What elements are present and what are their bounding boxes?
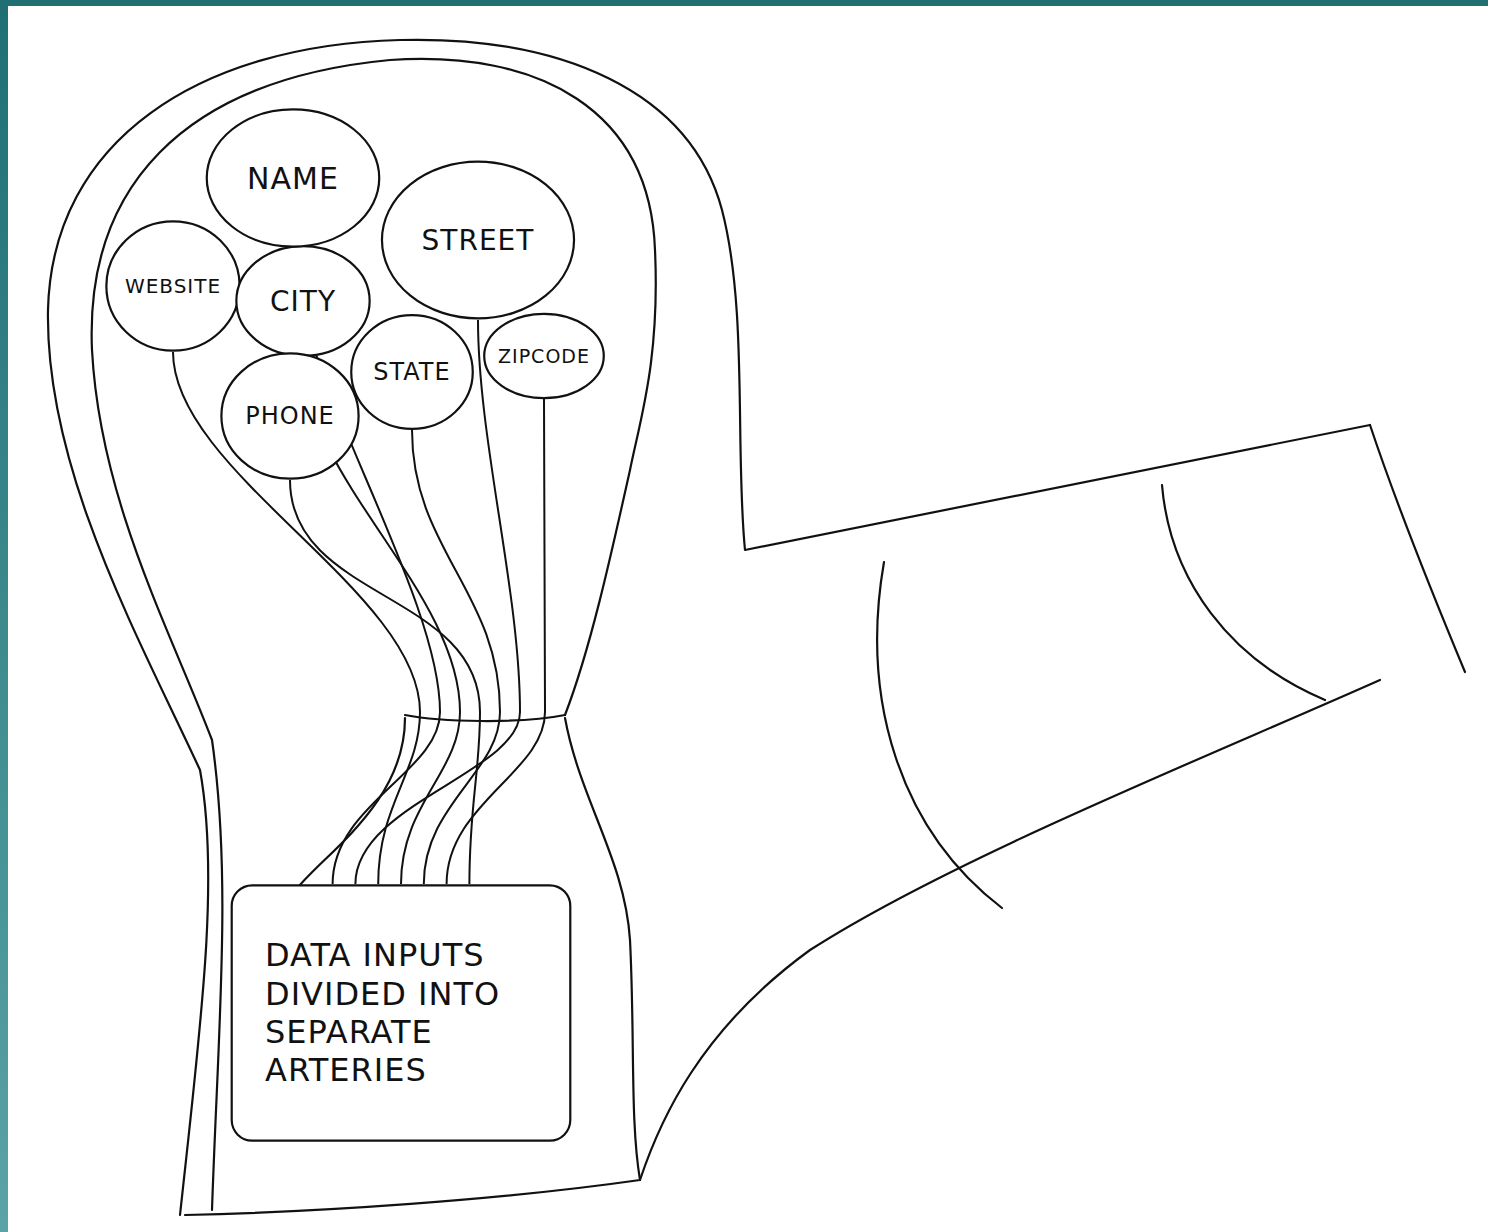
data-circle [484,314,604,398]
outer-body-outline [48,40,1370,1215]
frame-edge-left [0,0,8,1232]
artery-line [173,352,420,884]
pipe-end [1370,425,1465,672]
data-circle: CITY [235,245,371,357]
artery-line [412,430,500,884]
field-label: NAME [247,161,339,196]
inner-fist-outline [92,59,656,1210]
data-circle: STATE [350,314,474,430]
field-label: STREET [422,224,535,257]
data-circle: ZIPCODE [483,313,605,399]
artery-line [290,480,480,884]
field-label: ZIPCODE [498,345,590,367]
data-circle [221,353,358,478]
note-box: DATA INPUTS DIVIDED INTO SEPARATE ARTERI… [230,884,572,1142]
data-circle [382,162,574,319]
data-circle: NAME [205,108,381,248]
field-label: STATE [373,358,450,386]
note-text: DATA INPUTS DIVIDED INTO SEPARATE ARTERI… [265,936,537,1090]
data-circle [351,315,473,429]
field-label: CITY [270,285,336,318]
data-circle [207,109,379,246]
neck-line-left [300,718,405,885]
data-circle [106,221,239,350]
artery-line [447,399,545,884]
data-circle: STREET [380,160,576,320]
rounded-box [232,885,571,1140]
field-label: WEBSITE [125,274,221,298]
pipe-segment-line [1162,485,1325,700]
field-label: PHONE [245,402,335,430]
frame-edge-top [0,0,1488,6]
data-circle [236,246,369,356]
pipe-bottom-outline [185,680,1380,1215]
fist-bottom-line [405,715,565,721]
data-circle: WEBSITE [105,220,241,352]
data-circle: PHONE [220,352,360,480]
neck-line-right [565,718,640,1180]
pipe-segment-line [877,562,1002,908]
